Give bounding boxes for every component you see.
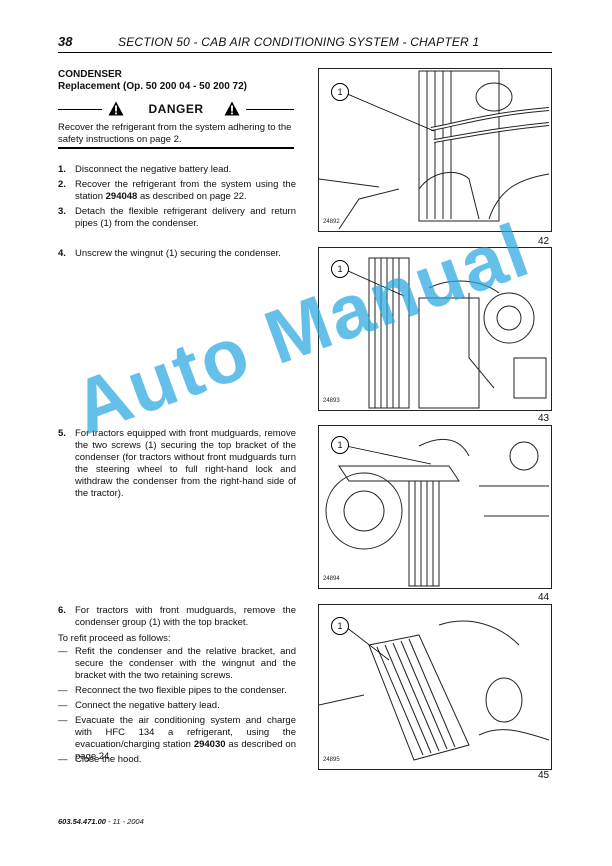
refit-text: Evacuate the air conditioning system and… [75,715,296,763]
callout-marker: 1 [331,260,349,278]
figure-pipes: 1 24892 [318,68,552,232]
pipes-illustration [319,70,550,230]
danger-banner: DANGER [58,101,294,117]
callout-marker: 1 [331,436,349,454]
figure-number: 42 [538,236,550,247]
step-number: 1. [58,164,66,175]
heading-subtitle: Replacement (Op. 50 200 04 - 50 200 72) [58,81,247,92]
step-item: 2. Recover the refrigerant from the syst… [58,179,296,203]
step-number: 4. [58,248,66,259]
condenser-illustration [319,620,550,761]
figure-condenser: 1 24895 [318,604,552,770]
figure-screws: 1 24894 [318,425,552,589]
refit-intro: To refit proceed as follows: [58,633,171,644]
dash-bullet: — [58,685,68,696]
refit-item: — Reconnect the two flexible pipes to th… [58,685,296,697]
section-title: SECTION 50 - CAB AIR CONDITIONING SYSTEM… [118,35,480,49]
figure-code: 24892 [323,219,340,225]
doc-number: 603.54.471.00 [58,817,106,826]
figure-code: 24893 [323,398,340,404]
doc-date: - 11 - 2004 [105,817,144,826]
figure-code: 24895 [323,757,340,763]
step-item: 6. For tractors with front mudguards, re… [58,605,296,629]
refit-text: Reconnect the two flexible pipes to the … [75,685,287,696]
heading-title: CONDENSER [58,69,122,80]
refit-text: Refit the condenser and the relative bra… [75,646,296,681]
refit-text-part: Evacuate the air conditioning system and… [75,715,296,750]
step-text-part: Recover the refrigerant from the system … [75,179,296,202]
step-text: For tractors equipped with front mudguar… [75,428,296,499]
step-number: 5. [58,428,66,439]
step-text: Unscrew the wingnut (1) securing the con… [75,248,281,259]
callout-marker: 1 [331,83,349,101]
header-rule [58,52,552,53]
step-text-part: as described on page 22. [137,191,247,202]
dash-bullet: — [58,715,68,726]
figure-wingnut: 1 24893 [318,247,552,411]
footer: 603.54.471.00 - 11 - 2004 [58,817,144,826]
refit-item: — Connect the negative battery lead. [58,700,296,712]
figure-number: 44 [538,592,550,603]
danger-rule-left [58,109,102,110]
refit-item: — Evacuate the air conditioning system a… [58,715,296,763]
figure-number: 45 [538,770,550,781]
danger-bottom-rule [58,147,294,149]
dash-bullet: — [58,646,68,657]
step-text: For tractors with front mudguards, remov… [75,605,296,628]
figure-number: 43 [538,413,550,424]
figure-code: 24894 [323,576,340,582]
tool-code: 294048 [105,191,138,202]
refit-item: — Refit the condenser and the relative b… [58,646,296,682]
danger-rule-right [246,109,294,110]
step-text: Detach the flexible refrigerant delivery… [75,206,296,229]
refit-text: Connect the negative battery lead. [75,700,220,711]
step-item: 3. Detach the flexible refrigerant deliv… [58,206,296,230]
refit-text-part: as described on page 24. [75,739,296,762]
step-text: Recover the refrigerant from the system … [75,179,296,203]
step-number: 2. [58,179,66,190]
step-number: 3. [58,206,66,217]
danger-label: DANGER [148,102,204,116]
refit-item: — Close the hood. [58,754,296,766]
dash-bullet: — [58,700,68,711]
step-text: Disconnect the negative battery lead. [75,164,232,175]
danger-text: Recover the refrigerant from the system … [58,122,292,145]
refit-text: Close the hood. [75,754,142,765]
page-number: 38 [58,34,73,49]
step-item: 4. Unscrew the wingnut (1) securing the … [58,248,296,260]
step-number: 6. [58,605,66,616]
tool-code: 294030 [193,739,226,750]
dash-bullet: — [58,754,68,765]
wingnut-illustration [345,257,547,409]
step-item: 1. Disconnect the negative battery lead. [58,164,296,176]
warning-icon [224,101,240,116]
step-item: 5. For tractors equipped with front mudg… [58,428,296,500]
warning-icon [108,101,124,116]
screws-illustration [325,438,549,587]
callout-marker: 1 [331,617,349,635]
